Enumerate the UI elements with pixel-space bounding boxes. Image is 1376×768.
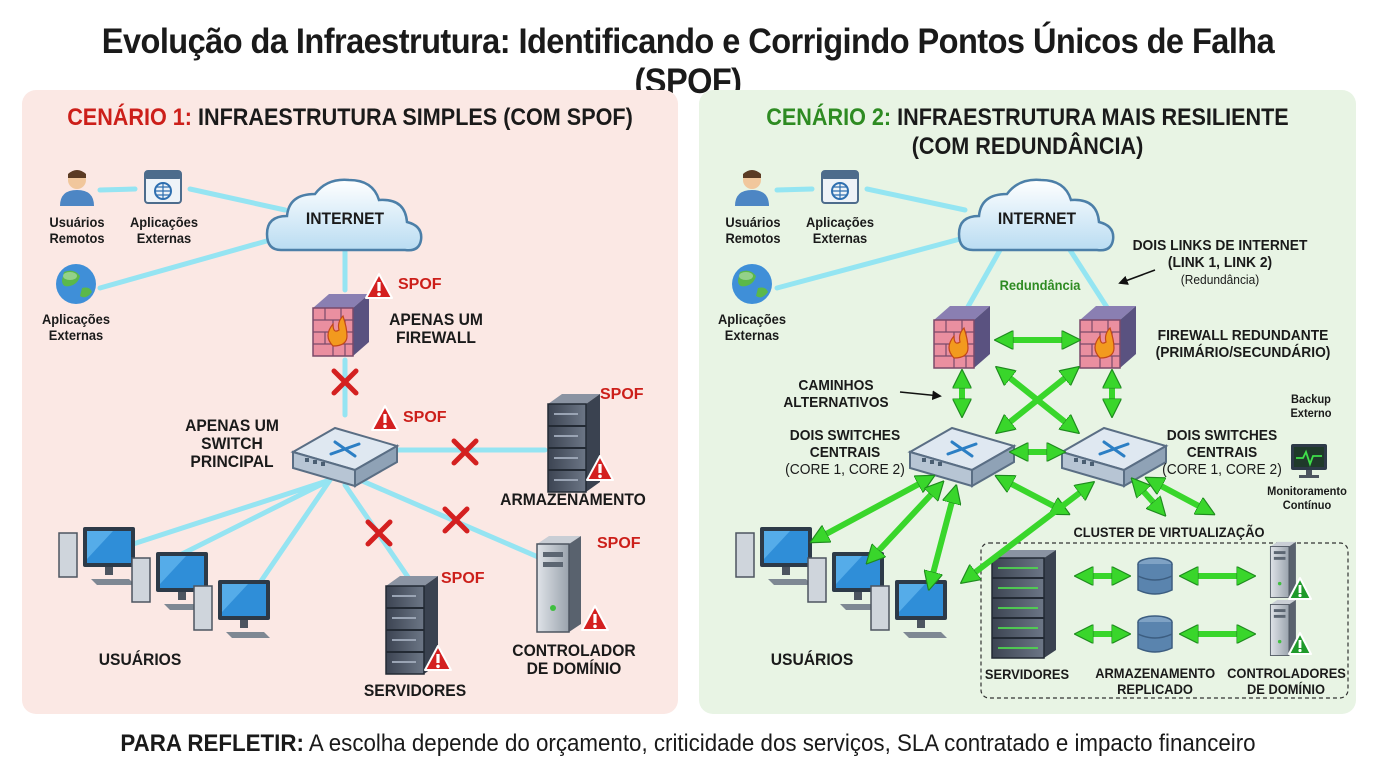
external-apps-label: Aplicações Externas — [41, 311, 111, 343]
warning-icon — [581, 605, 609, 631]
spof-label: SPOF — [403, 409, 447, 426]
servers-label: SERVIDORES — [363, 681, 467, 700]
switches-left-title: DOIS SWITCHES CENTRAIS — [789, 427, 901, 461]
replicated-storage-label: ARMAZENAMENTO REPLICADO — [1095, 665, 1216, 697]
footer-lead: PARA REFLETIR: — [120, 730, 304, 757]
scenario-1-title: CENÁRIO 1: INFRAESTRUTURA SIMPLES (COM S… — [55, 103, 645, 132]
spof-label: SPOF — [600, 386, 644, 403]
globe-icon — [56, 264, 96, 304]
scenario-2-links — [774, 186, 1113, 315]
switches-right-title: DOIS SWITCHES CENTRAIS — [1166, 427, 1278, 461]
scenario-2-prefix: CENÁRIO 2: — [766, 104, 892, 131]
spof-label: SPOF — [597, 535, 641, 552]
two-links-label: DOIS LINKS DE INTERNET (LINK 1, LINK 2) … — [1123, 237, 1316, 288]
firewall-primary-icon — [933, 305, 991, 369]
servers-label: SERVIDORES — [984, 666, 1070, 682]
x-mark-icon — [368, 522, 390, 544]
redundancy-label: Redundância — [999, 277, 1081, 293]
pointer-arrows — [899, 269, 1156, 401]
domain-controller-icon — [536, 535, 582, 633]
monitor-icon — [1290, 443, 1328, 479]
scenario-2-title: CENÁRIO 2: INFRAESTRUTURA MAIS RESILIENT… — [732, 103, 1323, 161]
backup-label: Backup Externo — [1290, 392, 1332, 420]
external-apps-label: Aplicações Externas — [717, 311, 787, 343]
warning-icon — [365, 273, 393, 299]
redundant-arrows — [815, 340, 1250, 634]
user-pc-icon — [870, 579, 948, 639]
monitoring-label: Monitoramento Contínuo — [1267, 484, 1347, 512]
two-links-note: (Redundância) — [1180, 272, 1260, 287]
remote-users-icon — [735, 170, 769, 206]
main-switch-icon — [291, 426, 399, 488]
domain-controller-label: CONTROLADOR DE DOMÍNIO — [512, 641, 636, 678]
switches-left-sub: (CORE 1, CORE 2) — [785, 461, 905, 478]
servers-stack-icon — [991, 550, 1056, 659]
user-pc-icon — [193, 579, 271, 639]
footer: PARA REFLETIR: A escolha depende do orça… — [48, 730, 1328, 758]
database-icon — [1137, 615, 1173, 653]
storage-label: ARMAZENAMENTO — [500, 490, 646, 509]
scenario-1-prefix: CENÁRIO 1: — [67, 104, 193, 131]
switches-right-sub: (CORE 1, CORE 2) — [1162, 461, 1282, 478]
database-icon — [1137, 557, 1173, 595]
switches-left-label: DOIS SWITCHES CENTRAIS (CORE 1, CORE 2) — [781, 427, 910, 478]
firewall-secondary-icon — [1079, 305, 1137, 369]
spof-label: SPOF — [398, 276, 442, 293]
users-label: USUÁRIOS — [98, 650, 182, 669]
firewall-icon — [312, 293, 370, 357]
two-links-title: DOIS LINKS DE INTERNET (LINK 1, LINK 2) — [1132, 237, 1308, 271]
page-title: Evolução da Infraestrutura: Identificand… — [101, 22, 1275, 101]
users-label: USUÁRIOS — [770, 650, 854, 669]
scenario-2-title-line1: INFRAESTRUTURA MAIS RESILIENTE — [897, 104, 1289, 131]
remote-users-label: Usuários Remotos — [725, 214, 781, 246]
warning-icon — [371, 405, 399, 431]
firewall-redundant-label: FIREWALL REDUNDANTE (PRIMÁRIO/SECUNDÁRIO… — [1155, 327, 1331, 361]
external-apps-label: Aplicações Externas — [129, 214, 199, 246]
domain-controllers-label: CONTROLADORES DE DOMÍNIO — [1227, 665, 1346, 697]
internet-label: INTERNET — [305, 209, 385, 228]
scenario-2-title-line2: (COM REDUNDÂNCIA) — [911, 133, 1144, 160]
scenario-1-title-text: INFRAESTRUTURA SIMPLES (COM SPOF) — [198, 104, 633, 131]
internet-label: INTERNET — [997, 209, 1077, 228]
alt-paths-label: CAMINHOS ALTERNATIVOS — [783, 377, 889, 411]
remote-users-label: Usuários Remotos — [49, 214, 105, 246]
cluster-label: CLUSTER DE VIRTUALIZAÇÃO — [1073, 524, 1265, 540]
switches-right-label: DOIS SWITCHES CENTRAIS (CORE 1, CORE 2) — [1158, 427, 1287, 478]
external-apps-window-icon — [821, 170, 859, 204]
user-pc-icon — [735, 526, 813, 586]
spof-label: SPOF — [441, 570, 485, 587]
globe-icon — [732, 264, 772, 304]
remote-users-icon — [60, 170, 94, 206]
cluster-box — [980, 542, 1349, 699]
firewall-label: APENAS UM FIREWALL — [389, 310, 483, 347]
footer-text: A escolha depende do orçamento, criticid… — [308, 730, 1256, 757]
external-apps-label: Aplicações Externas — [805, 214, 875, 246]
domain-controller-1-icon — [1269, 541, 1297, 598]
switch-label: APENAS UM SWITCH PRINCIPAL — [185, 416, 279, 471]
user-pc-icon — [58, 526, 136, 586]
external-apps-window-icon — [144, 170, 182, 204]
